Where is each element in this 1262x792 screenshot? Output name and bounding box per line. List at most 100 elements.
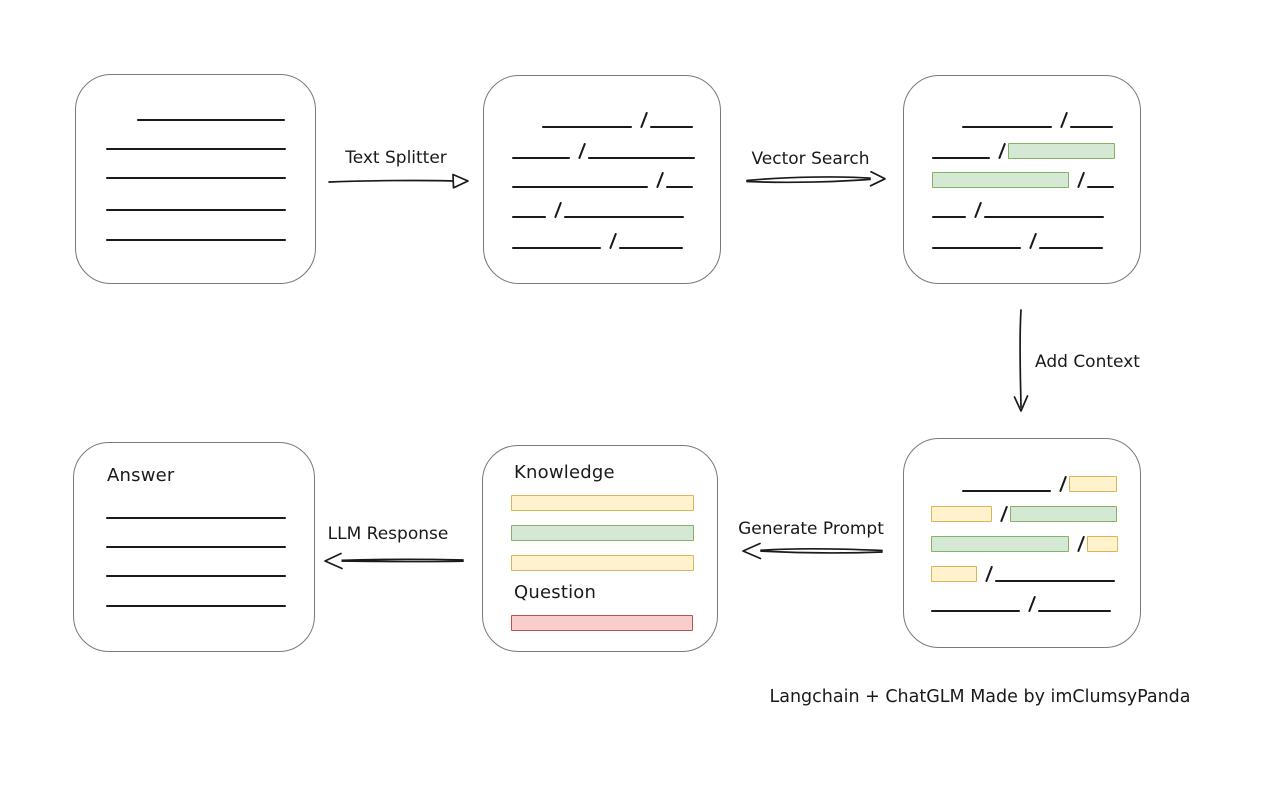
add-context-arrow-icon <box>1013 309 1029 412</box>
chunk-row <box>512 137 696 160</box>
green-chunk <box>931 536 1069 552</box>
slash-mark <box>1029 232 1038 250</box>
slash-mark <box>998 142 1007 160</box>
text-line <box>137 119 285 121</box>
chunk-row <box>106 219 286 241</box>
slash-mark <box>1077 171 1086 189</box>
text-line <box>995 580 1116 582</box>
knowledge-heading: Knowledge <box>514 462 615 483</box>
yellow-chunk <box>931 506 992 522</box>
indent-gap <box>106 120 137 121</box>
slash-mark <box>1028 595 1037 613</box>
split-chunks-box <box>483 75 721 284</box>
text-line <box>512 157 570 159</box>
slash-mark <box>656 171 665 189</box>
text-line <box>512 216 546 218</box>
text-line <box>512 186 648 188</box>
red-chunk <box>511 615 693 631</box>
chunk-row <box>932 106 1114 129</box>
text-line <box>588 157 696 159</box>
yellow-chunk <box>511 555 694 571</box>
text-line <box>962 126 1052 128</box>
text-line <box>106 239 286 241</box>
chunk-row <box>931 530 1119 553</box>
slash-mark <box>1060 111 1069 129</box>
add-context-label: Add Context <box>1035 352 1140 372</box>
answer-heading: Answer <box>107 465 175 486</box>
text-line <box>106 148 286 150</box>
text-line <box>542 126 632 128</box>
text-line <box>512 247 601 249</box>
text-line <box>619 247 684 249</box>
chunk-row <box>512 227 684 250</box>
yellow-chunk <box>1069 476 1118 492</box>
generate-prompt-label: Generate Prompt <box>738 519 884 539</box>
text-line <box>1087 186 1115 188</box>
green-chunk <box>1008 143 1116 159</box>
text-line <box>984 216 1105 218</box>
text-line <box>106 517 286 519</box>
chunk-row <box>512 166 694 189</box>
yellow-chunk <box>511 495 694 511</box>
slash-mark <box>578 142 587 160</box>
chunk-row <box>511 519 694 541</box>
green-chunk <box>511 525 694 541</box>
text-line <box>932 216 966 218</box>
prompt-box: Knowledge Question <box>482 445 718 652</box>
chunk-row <box>931 560 1116 583</box>
generate-prompt-arrow-icon <box>742 542 883 560</box>
chunk-row <box>106 128 286 150</box>
vector-search-arrow-icon <box>746 170 886 187</box>
chunk-row <box>511 549 694 571</box>
question-heading: Question <box>514 582 597 603</box>
text-line <box>1038 610 1112 612</box>
slash-mark <box>985 565 994 583</box>
indent-gap <box>931 491 962 492</box>
text-line <box>564 216 685 218</box>
chunk-row <box>932 137 1116 160</box>
answer-box: Answer <box>73 442 315 652</box>
slash-mark <box>640 111 649 129</box>
text-line <box>106 575 286 577</box>
indent-gap <box>512 127 542 128</box>
vector-search-label: Vector Search <box>751 149 870 169</box>
source-document-box <box>75 74 316 284</box>
text-line <box>106 177 286 179</box>
matched-chunks-box <box>903 75 1141 284</box>
text-splitter-label: Text Splitter <box>345 148 447 168</box>
chunk-row <box>106 526 286 548</box>
chunk-row <box>106 555 286 577</box>
text-line <box>962 490 1051 492</box>
yellow-chunk <box>931 566 977 582</box>
text-line <box>666 186 694 188</box>
context-chunks-box <box>903 438 1141 648</box>
green-chunk <box>1010 506 1118 522</box>
slash-mark <box>609 232 618 250</box>
text-line <box>932 247 1021 249</box>
chunk-row <box>932 166 1115 189</box>
llm-response-arrow-icon <box>324 552 464 570</box>
text-splitter-arrow-icon <box>328 173 469 189</box>
credit-caption: Langchain + ChatGLM Made by imClumsyPand… <box>769 687 1191 707</box>
text-line <box>106 605 286 607</box>
chunk-row <box>931 590 1112 613</box>
chunk-row <box>106 497 286 519</box>
green-chunk <box>932 172 1069 188</box>
chunk-row <box>931 500 1118 523</box>
chunk-row <box>511 489 694 511</box>
slash-mark <box>1077 535 1086 553</box>
chunk-row <box>106 99 285 121</box>
llm-response-label: LLM Response <box>327 524 449 544</box>
chunk-row <box>106 157 286 179</box>
text-line <box>1039 247 1104 249</box>
indent-gap <box>932 127 962 128</box>
slash-mark <box>554 201 563 219</box>
chunk-row <box>931 470 1118 493</box>
yellow-chunk <box>1087 536 1119 552</box>
text-line <box>931 610 1020 612</box>
text-line <box>932 157 990 159</box>
chunk-row <box>512 106 694 129</box>
chunk-row <box>106 585 286 607</box>
text-line <box>650 126 694 128</box>
slash-mark <box>1000 505 1009 523</box>
